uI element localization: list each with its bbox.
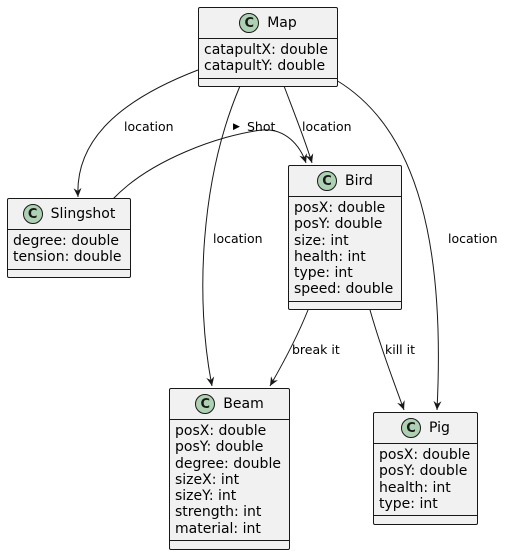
attribute-list: posX: double posY: double degree: double… <box>170 420 289 542</box>
method-list <box>289 302 401 310</box>
attribute: type: int <box>379 495 438 512</box>
attribute: catapultX: double <box>204 42 328 58</box>
attribute: speed: double <box>294 281 394 298</box>
edge-label-bird-pig: kill it <box>385 342 416 357</box>
edge-label-map-beam: location <box>213 231 263 246</box>
edge-label-map-slingshot: location <box>124 119 174 134</box>
edge-map-bird <box>283 85 314 164</box>
attribute: sizeX: int <box>175 471 240 488</box>
class-icon: C <box>317 171 338 191</box>
class-name: Slingshot <box>50 206 116 222</box>
attribute-list: degree: double tension: double <box>8 230 130 270</box>
class-header: C Bird <box>289 166 401 197</box>
attribute: tension: double <box>13 249 122 266</box>
edge-bird-beam <box>269 309 309 387</box>
method-list <box>199 79 337 87</box>
attribute: health: int <box>379 479 451 496</box>
class-pig[interactable]: C Pig posX: double posY: double health: … <box>373 412 478 525</box>
attribute: degree: double <box>13 233 119 249</box>
class-header: C Beam <box>170 389 289 420</box>
class-map[interactable]: C Map catapultX: double catapultY: doubl… <box>198 7 338 87</box>
edge-bird-pig <box>369 309 405 411</box>
edge-map-slingshot <box>73 69 199 198</box>
edge-label-map-bird: location <box>302 119 352 134</box>
attribute: sizeY: int <box>175 488 237 505</box>
attribute: posY: double <box>379 463 468 480</box>
attribute: degree: double <box>175 455 281 472</box>
class-icon: C <box>401 418 422 438</box>
class-name: Beam <box>223 396 264 412</box>
class-beam[interactable]: C Beam posX: double posY: double degree:… <box>169 388 290 550</box>
class-header: C Slingshot <box>8 199 130 230</box>
method-list <box>170 541 289 549</box>
method-list <box>8 270 130 278</box>
attribute: type: int <box>294 265 353 282</box>
edge-label-map-pig: location <box>448 231 498 246</box>
class-slingshot[interactable]: C Slingshot degree: double tension: doub… <box>7 198 131 278</box>
attribute-list: catapultX: double catapultY: double <box>199 39 337 79</box>
attribute-list: posX: double posY: double health: int ty… <box>374 444 477 517</box>
edge-label-slingshot-bird: Shot <box>247 119 276 134</box>
class-icon: C <box>195 394 216 414</box>
attribute: health: int <box>294 248 366 265</box>
attribute: posX: double <box>175 423 267 439</box>
edge-map-pig <box>335 79 442 411</box>
attribute: strength: int <box>175 504 262 521</box>
method-list <box>374 516 477 524</box>
edge-map-beam <box>202 85 241 387</box>
attribute: material: int <box>175 520 261 537</box>
direction-arrow-icon: ▶ <box>233 122 240 132</box>
attribute: posY: double <box>175 439 264 456</box>
class-header: C Pig <box>374 413 477 444</box>
class-icon: C <box>239 13 260 33</box>
attribute: posX: double <box>294 200 386 216</box>
edge-label-bird-beam: break it <box>292 342 340 357</box>
attribute-list: posX: double posY: double size: int heal… <box>289 197 401 302</box>
attribute: catapultY: double <box>204 58 326 75</box>
attribute: posX: double <box>379 447 471 463</box>
class-bird[interactable]: C Bird posX: double posY: double size: i… <box>288 165 402 310</box>
attribute: posY: double <box>294 216 383 233</box>
class-name: Map <box>267 15 297 31</box>
attribute: size: int <box>294 232 349 249</box>
class-icon: C <box>22 204 43 224</box>
class-header: C Map <box>199 8 337 39</box>
class-name: Bird <box>345 173 373 189</box>
class-name: Pig <box>429 420 450 436</box>
edge-slingshot-bird <box>112 129 307 200</box>
